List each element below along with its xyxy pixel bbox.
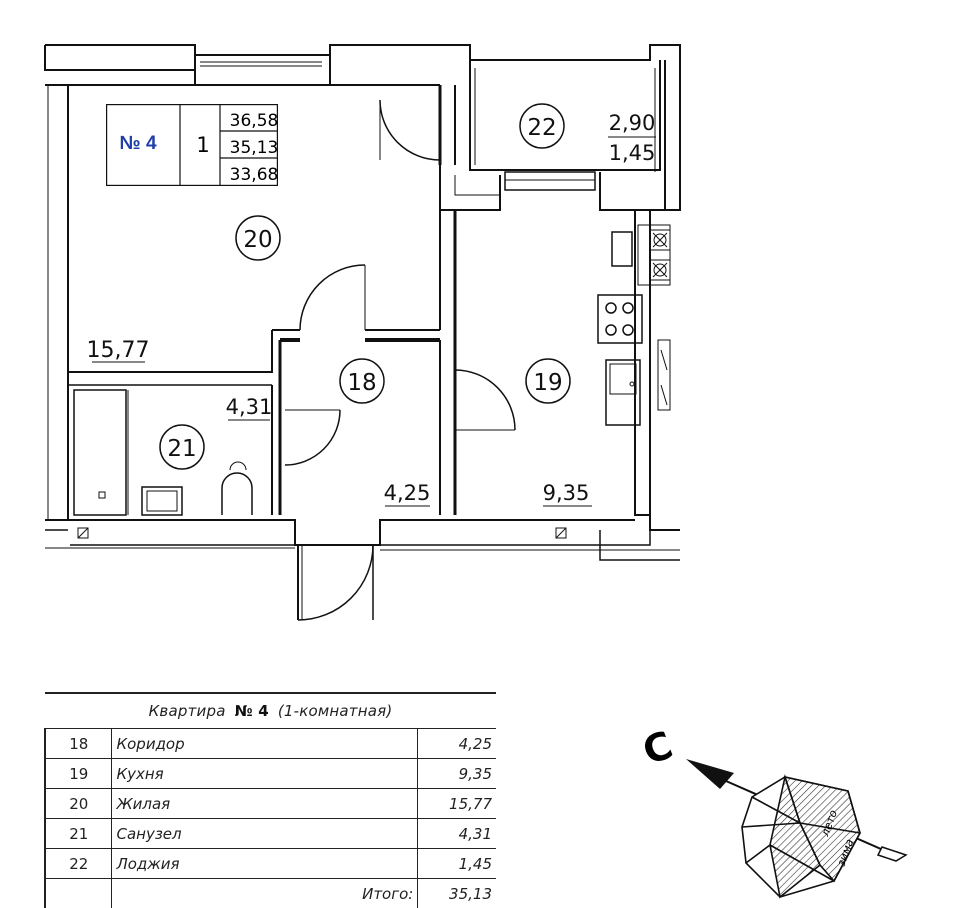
room-no-cell: 22 <box>45 849 112 879</box>
floor-plan: 20 18 19 21 22 15,77 4,31 4,25 9,35 2,90… <box>0 0 960 640</box>
room-number-20: 20 <box>243 227 272 253</box>
room-area-cell: 9,35 <box>418 759 496 789</box>
total-value: 35,13 <box>418 879 496 908</box>
room-number-21: 21 <box>167 436 196 462</box>
apartment-label-box: № 4 1 36,58 35,13 33,68 <box>106 104 278 186</box>
loggia-area-full: 2,90 <box>609 111 656 135</box>
room-no-cell: 21 <box>45 819 112 849</box>
table-row: 20 Жилая 15,77 <box>45 789 496 819</box>
total-label: Итого: <box>112 879 418 908</box>
apartment-area-coef: 33,68 <box>230 165 278 185</box>
room-area-20: 15,77 <box>87 338 150 363</box>
direction-arrow-icon <box>686 759 734 789</box>
room-area-cell: 4,25 <box>418 729 496 759</box>
room-number-22: 22 <box>527 115 556 141</box>
compass-wind-rose: С лето зима <box>620 715 920 900</box>
table-total-row: Итого: 35,13 <box>45 879 496 908</box>
room-area-18: 4,25 <box>384 481 431 505</box>
room-number-19: 19 <box>533 370 562 396</box>
room-number-18: 18 <box>347 370 376 396</box>
table-row: 18 Коридор 4,25 <box>45 729 496 759</box>
room-area-19: 9,35 <box>543 481 590 505</box>
apartment-area-total: 36,58 <box>230 111 278 131</box>
room-no-cell: 19 <box>45 759 112 789</box>
area-table: Квартира № 4 (1-комнатная) 18 Коридор 4,… <box>44 692 496 908</box>
room-area-cell: 1,45 <box>418 849 496 879</box>
room-no-cell: 20 <box>45 789 112 819</box>
apartment-number: № 4 <box>119 133 156 154</box>
room-name-cell: Лоджия <box>112 849 418 879</box>
wind-rose-icon <box>742 777 860 897</box>
apartment-rooms-count: 1 <box>196 133 209 157</box>
room-no-cell: 18 <box>45 729 112 759</box>
table-title-prefix: Квартира <box>149 702 226 720</box>
room-name-cell: Жилая <box>112 789 418 819</box>
table-title: Квартира № 4 (1-комнатная) <box>45 693 496 729</box>
table-title-suffix: (1-комнатная) <box>278 702 393 720</box>
table-header-row: Квартира № 4 (1-комнатная) <box>45 693 496 729</box>
room-area-22: 1,45 <box>609 141 656 165</box>
room-area-cell: 4,31 <box>418 819 496 849</box>
room-area-21: 4,31 <box>226 395 273 419</box>
room-area-cell: 15,77 <box>418 789 496 819</box>
table-row: 22 Лоджия 1,45 <box>45 849 496 879</box>
total-empty-cell <box>45 879 112 908</box>
room-name-cell: Санузел <box>112 819 418 849</box>
table-row: 21 Санузел 4,31 <box>45 819 496 849</box>
room-name-cell: Кухня <box>112 759 418 789</box>
room-name-cell: Коридор <box>112 729 418 759</box>
north-icon: С <box>637 723 678 774</box>
apartment-area-general: 35,13 <box>230 138 278 158</box>
table-title-number: № 4 <box>235 702 269 720</box>
table-row: 19 Кухня 9,35 <box>45 759 496 789</box>
